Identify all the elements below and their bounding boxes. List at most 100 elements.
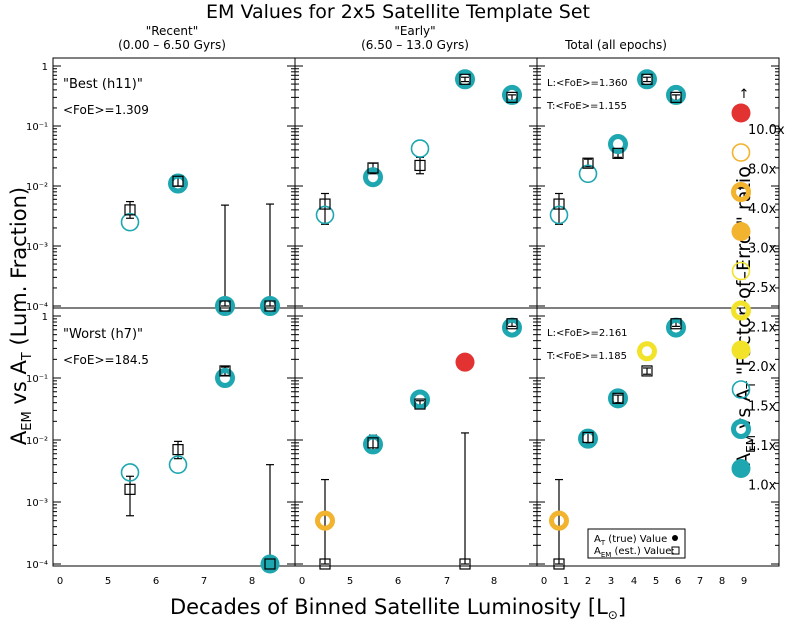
xtick-label-8: 7 [444, 576, 450, 587]
key-est-square [671, 546, 680, 555]
legend-label-6: 2.0x [748, 360, 777, 375]
est-square-r1-c0-1 [172, 444, 184, 456]
xtick-label-16: 6 [675, 576, 681, 587]
true-marker-r1-c0-0 [120, 463, 140, 482]
legend-marker-4 [731, 261, 751, 281]
est-square-r0-c1-0 [319, 198, 331, 210]
ytick-label-r0: 10⁻⁴ [26, 302, 48, 313]
true-marker-r0-c1-2 [410, 139, 430, 158]
col1-header-line1: "Recent" [146, 24, 199, 38]
est-square-r0-c1-1 [367, 162, 379, 174]
panel-annotation-r0-c2-1: T:<FoE>=1.155 [546, 101, 627, 112]
est-square-r0-c2-4 [670, 91, 682, 103]
legend-label-5: 2.1x [748, 321, 777, 336]
true-marker-r0-c1-0 [315, 205, 335, 225]
est-square-r0-c0-1 [172, 175, 184, 187]
ytick-label-r0: 10⁻² [26, 182, 48, 193]
true-marker-r0-c0-2 [215, 296, 235, 316]
true-marker-r1-c0-2 [215, 368, 235, 388]
true-marker-r1-c1-2 [410, 389, 430, 410]
xtick-label-0: 0 [57, 576, 63, 587]
est-square-r0-c1-2 [414, 159, 426, 172]
panel-annotation-r1-c0-1: <FoE>=184.5 [63, 353, 149, 367]
col2-header-line1: "Early" [394, 24, 435, 38]
true-marker-r1-c2-0 [549, 510, 569, 531]
legend-markers: 10.0x8.0x4.0x3.0x2.5x2.1x2.0x1.5x1.1x1.0… [731, 103, 785, 494]
est-square-r1-c2-1 [582, 431, 594, 444]
chart-title: EM Values for 2x5 Satellite Template Set [206, 1, 590, 23]
xtick-label-17: 7 [697, 576, 703, 587]
xtick-label-9: 8 [491, 576, 497, 587]
legend-marker-9 [731, 459, 751, 478]
ytick-label-r1: 10⁻⁴ [26, 560, 48, 571]
est-square-r1-c2-4 [670, 318, 682, 330]
xtick-label-7: 6 [395, 576, 401, 587]
true-marker-r0-c1-3 [455, 69, 475, 90]
est-square-r1-c0-3 [264, 558, 276, 570]
est-square-r0-c2-2 [612, 147, 624, 159]
key-true-label: AT (true) Value [594, 534, 667, 547]
true-marker-r1-c2-4 [666, 317, 686, 338]
key-box: AT (true) Value AEM (est.) Value: [587, 528, 686, 559]
xtick-label-3: 7 [201, 576, 207, 587]
ytick-label-r0: 10⁻³ [26, 242, 48, 253]
y-axis-label: AEM vs AT (Lum. Fraction) [7, 187, 35, 445]
xtick-label-10: 0 [541, 576, 547, 587]
ytick-label-r1: 10⁻³ [26, 498, 48, 509]
ytick-label-r0: 10⁻¹ [26, 122, 48, 133]
xtick-label-12: 2 [585, 576, 591, 587]
legend-label-3: 3.0x [748, 242, 777, 257]
panel-annotation-r1-c2-1: T:<FoE>=1.185 [546, 351, 627, 362]
est-square-r0-c1-3 [459, 73, 471, 85]
legend-label-7: 1.5x [748, 400, 777, 415]
xtick-label-5: 0 [299, 576, 305, 587]
panel-annotation-r0-c0-1: <FoE>=1.309 [63, 103, 149, 117]
est-square-r0-c0-3 [264, 300, 276, 312]
ytick-label-r1: 10⁻² [26, 436, 48, 447]
true-marker-r0-c1-1 [363, 167, 383, 188]
panel-frame-r0-c0 [52, 57, 296, 309]
est-square-r0-c1-4 [506, 91, 518, 103]
xtick-label-2: 6 [153, 576, 159, 587]
legend-label-4: 2.5x [748, 281, 777, 296]
true-marker-r1-c1-3 [455, 352, 475, 372]
true-marker-r0-c2-1 [578, 164, 598, 184]
true-marker-r0-c2-0 [549, 205, 569, 225]
est-square-r0-c2-0 [553, 198, 565, 210]
legend-marker-5 [731, 300, 751, 321]
xtick-label-19: 9 [741, 576, 747, 587]
true-marker-r0-c0-0 [120, 212, 140, 232]
est-square-r1-c1-0 [319, 558, 331, 570]
legend-marker-2 [731, 182, 751, 202]
legend-label-2: 4.0x [748, 202, 777, 217]
panel-frame-r0-c1 [294, 57, 538, 309]
panel-annotation-r1-c2-0: L:<FoE>=2.161 [547, 328, 628, 339]
legend-label-1: 8.0x [748, 163, 777, 178]
legend-marker-8 [731, 419, 751, 439]
key-true-dot [672, 535, 678, 541]
xtick-label-15: 5 [653, 576, 659, 587]
est-square-r0-c2-1 [582, 157, 594, 169]
panel-annotation-r0-c0-0: "Best (h11)" [63, 77, 143, 92]
legend-label-8: 1.1x [748, 439, 777, 454]
xtick-label-13: 3 [608, 576, 614, 587]
sun-symbol: ⊙ [608, 608, 618, 622]
est-square-r1-c1-4 [506, 318, 518, 330]
est-square-r1-c1-2 [414, 398, 426, 410]
ytick-label-r1: 10⁻¹ [26, 374, 48, 385]
legend-label-0: 10.0x [748, 123, 785, 138]
xtick-label-11: 1 [563, 576, 569, 587]
ytick-label-r1: 1 [42, 312, 48, 323]
xtick-label-1: 5 [105, 576, 111, 587]
panel-frame-r1-c2 [536, 307, 780, 567]
est-square-r1-c2-0 [553, 558, 565, 570]
true-marker-r1-c1-4 [502, 317, 522, 338]
true-marker-r1-c1-0 [315, 510, 335, 531]
ytick-label-r0: 1 [42, 62, 48, 73]
key-est-label: AEM (est.) Value: [594, 546, 675, 559]
legend-arrow: ↑ [739, 87, 750, 102]
est-square-r0-c0-2 [219, 300, 231, 312]
true-marker-r1-c0-1 [168, 455, 188, 474]
xtick-label-4: 8 [249, 576, 255, 587]
est-square-r1-c1-3 [459, 558, 471, 570]
